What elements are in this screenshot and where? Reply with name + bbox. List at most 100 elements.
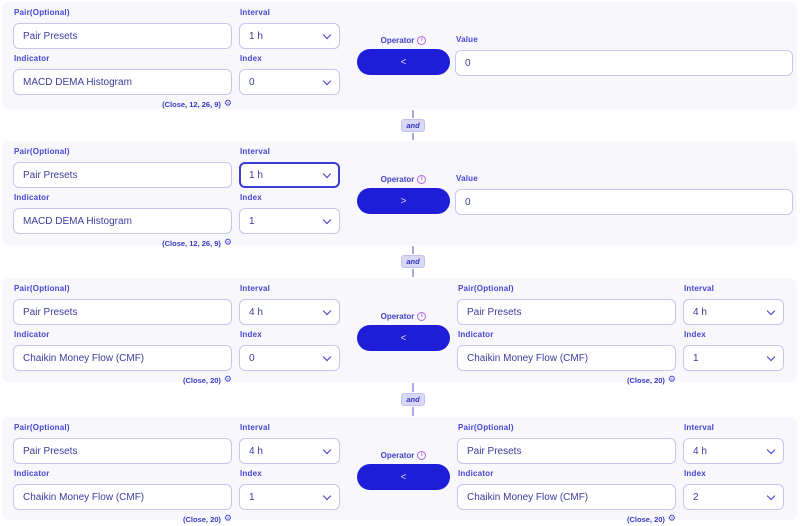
index-select[interactable]: 1	[239, 208, 340, 234]
info-icon[interactable]: i	[417, 311, 427, 321]
index-value: 1	[693, 352, 699, 364]
interval-label: Interval	[684, 284, 715, 293]
index-label: Index	[240, 469, 262, 478]
pair-input[interactable]	[13, 23, 232, 49]
indicator-params: (Close, 20)	[182, 376, 221, 385]
pair-input[interactable]	[13, 162, 232, 188]
operator-zone: Operator i <	[357, 417, 450, 490]
indicator-params: (Close, 20)	[626, 376, 665, 385]
indicator-label: Indicator	[14, 469, 50, 478]
value-label: Value	[456, 174, 478, 183]
interval-select[interactable]: 4 h	[239, 299, 340, 325]
index-field: Index 0	[239, 330, 340, 371]
index-select[interactable]: 2	[683, 484, 784, 510]
index-field: Index 1	[239, 469, 340, 510]
operator-button[interactable]: <	[357, 325, 450, 351]
interval-label: Interval	[684, 423, 715, 432]
interval-label: Interval	[240, 423, 271, 432]
indicator-field: Indicator	[13, 330, 232, 371]
indicator-input[interactable]	[457, 345, 676, 371]
pair-input[interactable]	[13, 438, 232, 464]
interval-select[interactable]: 4 h	[239, 438, 340, 464]
interval-select[interactable]: 4 h	[683, 299, 784, 325]
index-select[interactable]: 1	[683, 345, 784, 371]
indicator-input[interactable]	[13, 484, 232, 510]
interval-select[interactable]: 1 h	[239, 162, 340, 188]
index-label: Index	[684, 469, 706, 478]
operator-button[interactable]: <	[357, 49, 450, 75]
index-value: 1	[249, 215, 255, 227]
indicator-params-row: (Close, 20) ⚙	[627, 375, 676, 386]
index-field: Index 1	[239, 193, 340, 234]
indicator-field: Indicator	[13, 54, 232, 95]
connector-line	[412, 269, 414, 277]
operator-label: Operator	[380, 174, 415, 184]
gear-icon[interactable]: ⚙	[223, 375, 232, 385]
indicator-input[interactable]	[457, 484, 676, 510]
and-badge[interactable]: and	[401, 255, 425, 268]
index-select[interactable]: 0	[239, 345, 340, 371]
gear-icon[interactable]: ⚙	[223, 514, 232, 524]
pair-label: Pair(Optional)	[458, 423, 514, 432]
pair-field: Pair(Optional)	[13, 147, 232, 188]
indicator-params-row: (Close, 20) ⚙	[627, 514, 676, 525]
chevron-down-icon	[322, 76, 332, 85]
and-badge[interactable]: and	[401, 393, 425, 406]
condition-group-left: Pair(Optional) Interval 4 h Indicator In…	[13, 284, 340, 386]
gear-icon[interactable]: ⚙	[667, 514, 676, 524]
index-value: 1	[249, 491, 255, 503]
operator-button[interactable]: <	[357, 464, 450, 490]
gear-icon[interactable]: ⚙	[223, 99, 232, 109]
chevron-down-icon	[322, 445, 332, 454]
indicator-input[interactable]	[13, 208, 232, 234]
index-label: Index	[684, 330, 706, 339]
indicator-label: Indicator	[458, 330, 494, 339]
chevron-down-icon	[766, 491, 776, 500]
indicator-input[interactable]	[13, 69, 232, 95]
indicator-params: (Close, 20)	[626, 515, 665, 524]
index-select[interactable]: 1	[239, 484, 340, 510]
chevron-down-icon	[322, 491, 332, 500]
index-label: Index	[240, 193, 262, 202]
connector-line	[412, 132, 414, 140]
operator-label: Operator	[380, 35, 415, 45]
indicator-label: Indicator	[14, 193, 50, 202]
interval-value: 1 h	[249, 169, 263, 181]
index-select[interactable]: 0	[239, 69, 340, 95]
index-value: 0	[249, 352, 255, 364]
condition-panel: Pair(Optional) Interval 4 h Indicator In…	[2, 417, 797, 524]
condition-group-right: Pair(Optional) Interval 4 h Indicator In…	[457, 284, 784, 386]
interval-value: 4 h	[693, 306, 707, 318]
operator-label: Operator	[380, 311, 415, 321]
gear-icon[interactable]: ⚙	[223, 238, 232, 248]
and-badge[interactable]: and	[401, 118, 425, 132]
interval-value: 1 h	[249, 30, 263, 42]
indicator-params: (Close, 12, 26, 9)	[162, 239, 221, 248]
info-icon[interactable]: i	[417, 174, 427, 184]
gear-icon[interactable]: ⚙	[667, 375, 676, 385]
interval-select[interactable]: 4 h	[683, 438, 784, 464]
operator-button[interactable]: >	[357, 188, 450, 214]
interval-field: Interval 4 h	[683, 284, 784, 325]
value-zone: Value	[455, 2, 793, 76]
interval-field: Interval 1 h	[239, 8, 340, 49]
pair-input[interactable]	[457, 438, 676, 464]
indicator-input[interactable]	[13, 345, 232, 371]
interval-select[interactable]: 1 h	[239, 23, 340, 49]
indicator-label: Indicator	[14, 330, 50, 339]
condition-panel: Pair(Optional) Interval 4 h Indicator In…	[2, 278, 797, 385]
value-input[interactable]	[455, 189, 793, 215]
info-icon[interactable]: i	[417, 450, 427, 460]
operator-label: Operator	[380, 450, 415, 460]
pair-field: Pair(Optional)	[13, 8, 232, 49]
chevron-down-icon	[766, 306, 776, 315]
pair-input[interactable]	[457, 299, 676, 325]
indicator-params-row: (Close, 20) ⚙	[183, 375, 232, 386]
condition-panel: Pair(Optional) Interval 1 h Indicator In…	[2, 141, 797, 248]
index-label: Index	[240, 54, 262, 63]
info-icon[interactable]: i	[417, 35, 427, 45]
value-input[interactable]	[455, 50, 793, 76]
interval-field: Interval 1 h	[239, 147, 340, 188]
interval-label: Interval	[240, 147, 271, 156]
pair-input[interactable]	[13, 299, 232, 325]
